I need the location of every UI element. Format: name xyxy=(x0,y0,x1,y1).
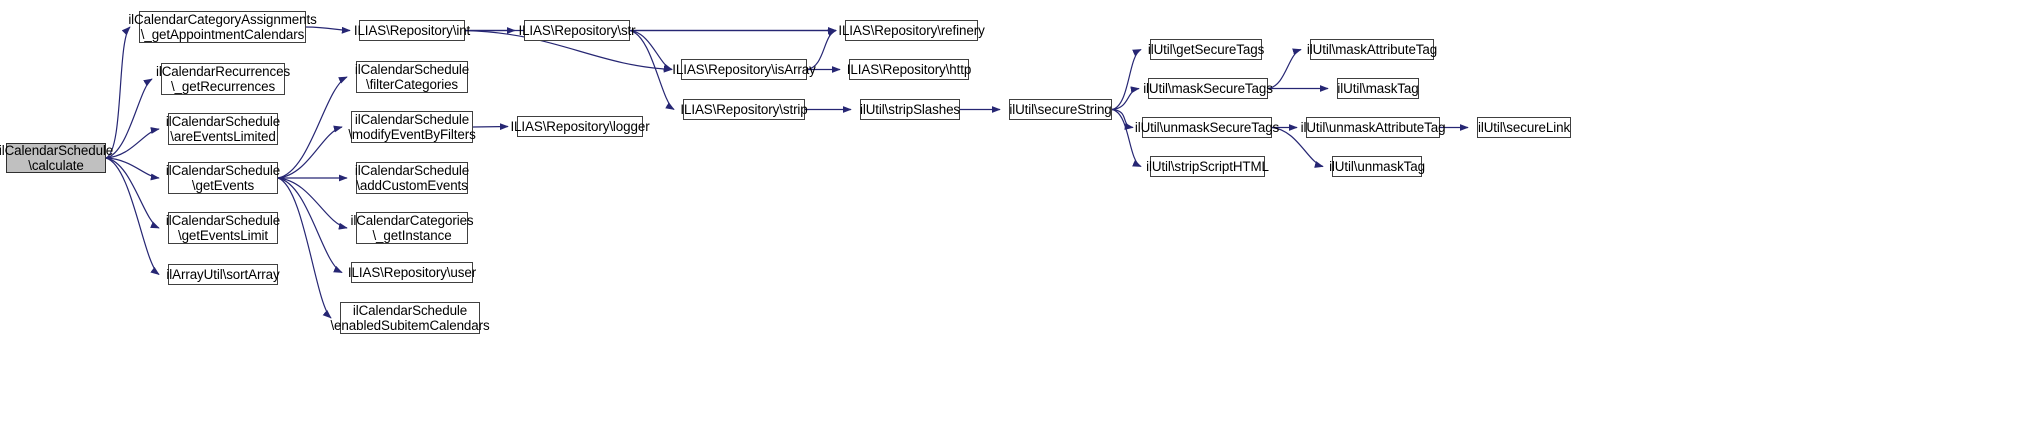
graph-edge-str-to-strip xyxy=(629,29,675,111)
graph-node-label: \_getRecurrences xyxy=(170,79,276,94)
graph-node-label: ilCalendarSchedule xyxy=(165,212,281,228)
graph-node-label: ILIAS\Repository\http xyxy=(846,61,972,77)
graph-node-label: ilUtil\unmaskSecureTags xyxy=(1134,119,1280,135)
graph-node-label: ilUtil\secureLink xyxy=(1477,119,1571,135)
graph-node-http[interactable]: ILIAS\Repository\http xyxy=(846,59,972,80)
graph-node-unmaskTag[interactable]: ilUtil\unmaskTag xyxy=(1329,156,1425,177)
graph-node-label: ilCalendarSchedule xyxy=(165,162,281,178)
graph-node-getRecurrences[interactable]: ilCalendarRecurrences\_getRecurrences xyxy=(156,63,290,95)
graph-node-label: ilCalendarCategories xyxy=(350,212,474,228)
graph-node-maskSecureTags[interactable]: ilUtil\maskSecureTags xyxy=(1143,78,1273,99)
graph-node-stripScriptHTML[interactable]: ilUtil\stripScriptHTML xyxy=(1146,156,1269,177)
graph-edge-calculate-to-getEvents xyxy=(105,157,160,181)
graph-node-getSecureTags[interactable]: ilUtil\getSecureTags xyxy=(1147,39,1265,60)
graph-edge-calculate-to-getEventsLimit xyxy=(105,157,160,229)
graph-node-label: \filterCategories xyxy=(365,77,459,92)
graph-node-label: ilUtil\stripSlashes xyxy=(859,101,961,117)
graph-node-addCustomEvents[interactable]: ilCalendarSchedule\addCustomEvents xyxy=(354,162,470,194)
graph-node-areEventsLimited[interactable]: ilCalendarSchedule\areEventsLimited xyxy=(165,113,281,145)
graph-node-calculate[interactable]: ilCalendarSchedule\calculate xyxy=(0,143,113,173)
graph-node-label: \addCustomEvents xyxy=(356,178,468,193)
graph-node-label: ilCalendarSchedule xyxy=(0,142,114,158)
graph-edge-secureString-to-unmaskSecureTags xyxy=(1111,108,1134,130)
graph-node-label: \getEventsLimit xyxy=(177,228,269,243)
graph-node-label: \_getAppointmentCalendars xyxy=(140,27,305,42)
graph-node-label: ilUtil\unmaskTag xyxy=(1329,158,1425,174)
graph-node-label: ilUtil\getSecureTags xyxy=(1147,41,1265,57)
graph-edge-str-to-isArray xyxy=(629,29,673,71)
graph-node-label: \getEvents xyxy=(191,178,255,193)
graph-node-label: ilUtil\unmaskAttributeTag xyxy=(1300,119,1446,135)
graph-node-label: ilCalendarSchedule xyxy=(354,111,470,127)
graph-node-label: ilCalendarCategoryAssignments xyxy=(128,11,317,27)
graph-node-unmaskSecureTags[interactable]: ilUtil\unmaskSecureTags xyxy=(1135,117,1279,138)
graph-edge-getEvents-to-getInstance xyxy=(277,177,348,230)
graph-node-label: ilCalendarSchedule xyxy=(354,162,470,178)
graph-edge-secureString-to-stripScriptHTML xyxy=(1111,108,1142,168)
graph-node-label: ilUtil\maskTag xyxy=(1337,80,1419,96)
graph-edge-calculate-to-sortArray xyxy=(105,157,160,275)
graph-node-getAppointmentCalendars[interactable]: ilCalendarCategoryAssignments\_getAppoin… xyxy=(128,11,317,43)
graph-node-label: ILIAS\Repository\strip xyxy=(680,101,808,117)
graph-node-label: \modifyEventByFilters xyxy=(348,127,476,142)
graph-node-label: ilCalendarSchedule xyxy=(354,61,470,77)
graph-node-label: ilUtil\secureString xyxy=(1009,101,1112,117)
graph-node-getInstance[interactable]: ilCalendarCategories\_getInstance xyxy=(350,212,474,244)
graph-node-label: ILIAS\Repository\user xyxy=(347,264,477,280)
graph-edge-secureString-to-maskSecureTags xyxy=(1111,86,1140,111)
graph-node-isArray[interactable]: ILIAS\Repository\isArray xyxy=(672,59,816,80)
graph-node-getEventsLimit[interactable]: ilCalendarSchedule\getEventsLimit xyxy=(165,212,281,244)
graph-edge-getEvents-to-modifyEventByFilters xyxy=(277,125,343,179)
graph-node-label: ilUtil\maskSecureTags xyxy=(1143,80,1273,96)
graph-edge-modifyEventByFilters-to-logger xyxy=(472,123,509,131)
graph-node-label: ilUtil\maskAttributeTag xyxy=(1306,41,1438,57)
graph-node-refinery[interactable]: ILIAS\Repository\refinery xyxy=(838,20,985,41)
graph-node-enabledSubitemCalendars[interactable]: ilCalendarSchedule\enabledSubitemCalenda… xyxy=(330,302,490,334)
graph-node-secureString[interactable]: ilUtil\secureString xyxy=(1009,99,1112,120)
graph-node-getEvents[interactable]: ilCalendarSchedule\getEvents xyxy=(165,162,281,194)
graph-node-label: \areEventsLimited xyxy=(170,129,276,144)
graph-node-label: ilCalendarRecurrences xyxy=(155,63,291,79)
graph-node-maskAttributeTag[interactable]: ilUtil\maskAttributeTag xyxy=(1306,39,1438,60)
graph-node-secureLink[interactable]: ilUtil\secureLink xyxy=(1477,117,1571,138)
graph-node-logger[interactable]: ILIAS\Repository\logger xyxy=(510,116,650,137)
graph-node-filterCategories[interactable]: ilCalendarSchedule\filterCategories xyxy=(354,61,470,93)
graph-node-label: ilCalendarSchedule xyxy=(352,302,468,318)
graph-node-label: \enabledSubitemCalendars xyxy=(330,318,490,333)
graph-edge-calculate-to-getAppointmentCalendars xyxy=(105,26,131,159)
graph-node-label: ILIAS\Repository\isArray xyxy=(672,61,816,77)
graph-node-label: ILIAS\Repository\logger xyxy=(510,118,650,134)
graph-node-label: ILIAS\Repository\int xyxy=(353,22,471,38)
graph-node-label: \calculate xyxy=(28,158,84,173)
graph-node-label: ILIAS\Repository\refinery xyxy=(838,22,985,38)
graph-node-sortArray[interactable]: ilArrayUtil\sortArray xyxy=(166,264,280,285)
graph-node-maskTag[interactable]: ilUtil\maskTag xyxy=(1337,78,1419,99)
graph-node-stripSlashes[interactable]: ilUtil\stripSlashes xyxy=(860,99,960,120)
graph-edge-getEvents-to-enabledSubitemCalendars xyxy=(277,177,332,319)
graph-node-unmaskAttributeTag[interactable]: ilUtil\unmaskAttributeTag xyxy=(1301,117,1446,138)
graph-node-label: ILIAS\Repository\str xyxy=(518,22,636,38)
graph-edge-getEvents-to-user xyxy=(277,177,343,274)
graph-node-label: ilUtil\stripScriptHTML xyxy=(1146,158,1269,174)
graph-edge-getEvents-to-filterCategories xyxy=(277,76,348,179)
graph-node-label: ilCalendarSchedule xyxy=(165,113,281,129)
graph-edge-secureString-to-getSecureTags xyxy=(1111,48,1142,111)
graph-node-label: \_getInstance xyxy=(372,228,452,243)
graph-node-modifyEventByFilters[interactable]: ilCalendarSchedule\modifyEventByFilters xyxy=(348,111,476,143)
graph-node-label: ilArrayUtil\sortArray xyxy=(166,266,280,282)
graph-node-strip[interactable]: ILIAS\Repository\strip xyxy=(680,99,808,120)
graph-node-user[interactable]: ILIAS\Repository\user xyxy=(347,262,477,283)
graph-edge-calculate-to-areEventsLimited xyxy=(105,127,160,159)
graph-node-int[interactable]: ILIAS\Repository\int xyxy=(354,20,470,41)
graph-node-str[interactable]: ILIAS\Repository\str xyxy=(518,20,636,41)
graph-edge-getAppointmentCalendars-to-int xyxy=(305,26,351,34)
